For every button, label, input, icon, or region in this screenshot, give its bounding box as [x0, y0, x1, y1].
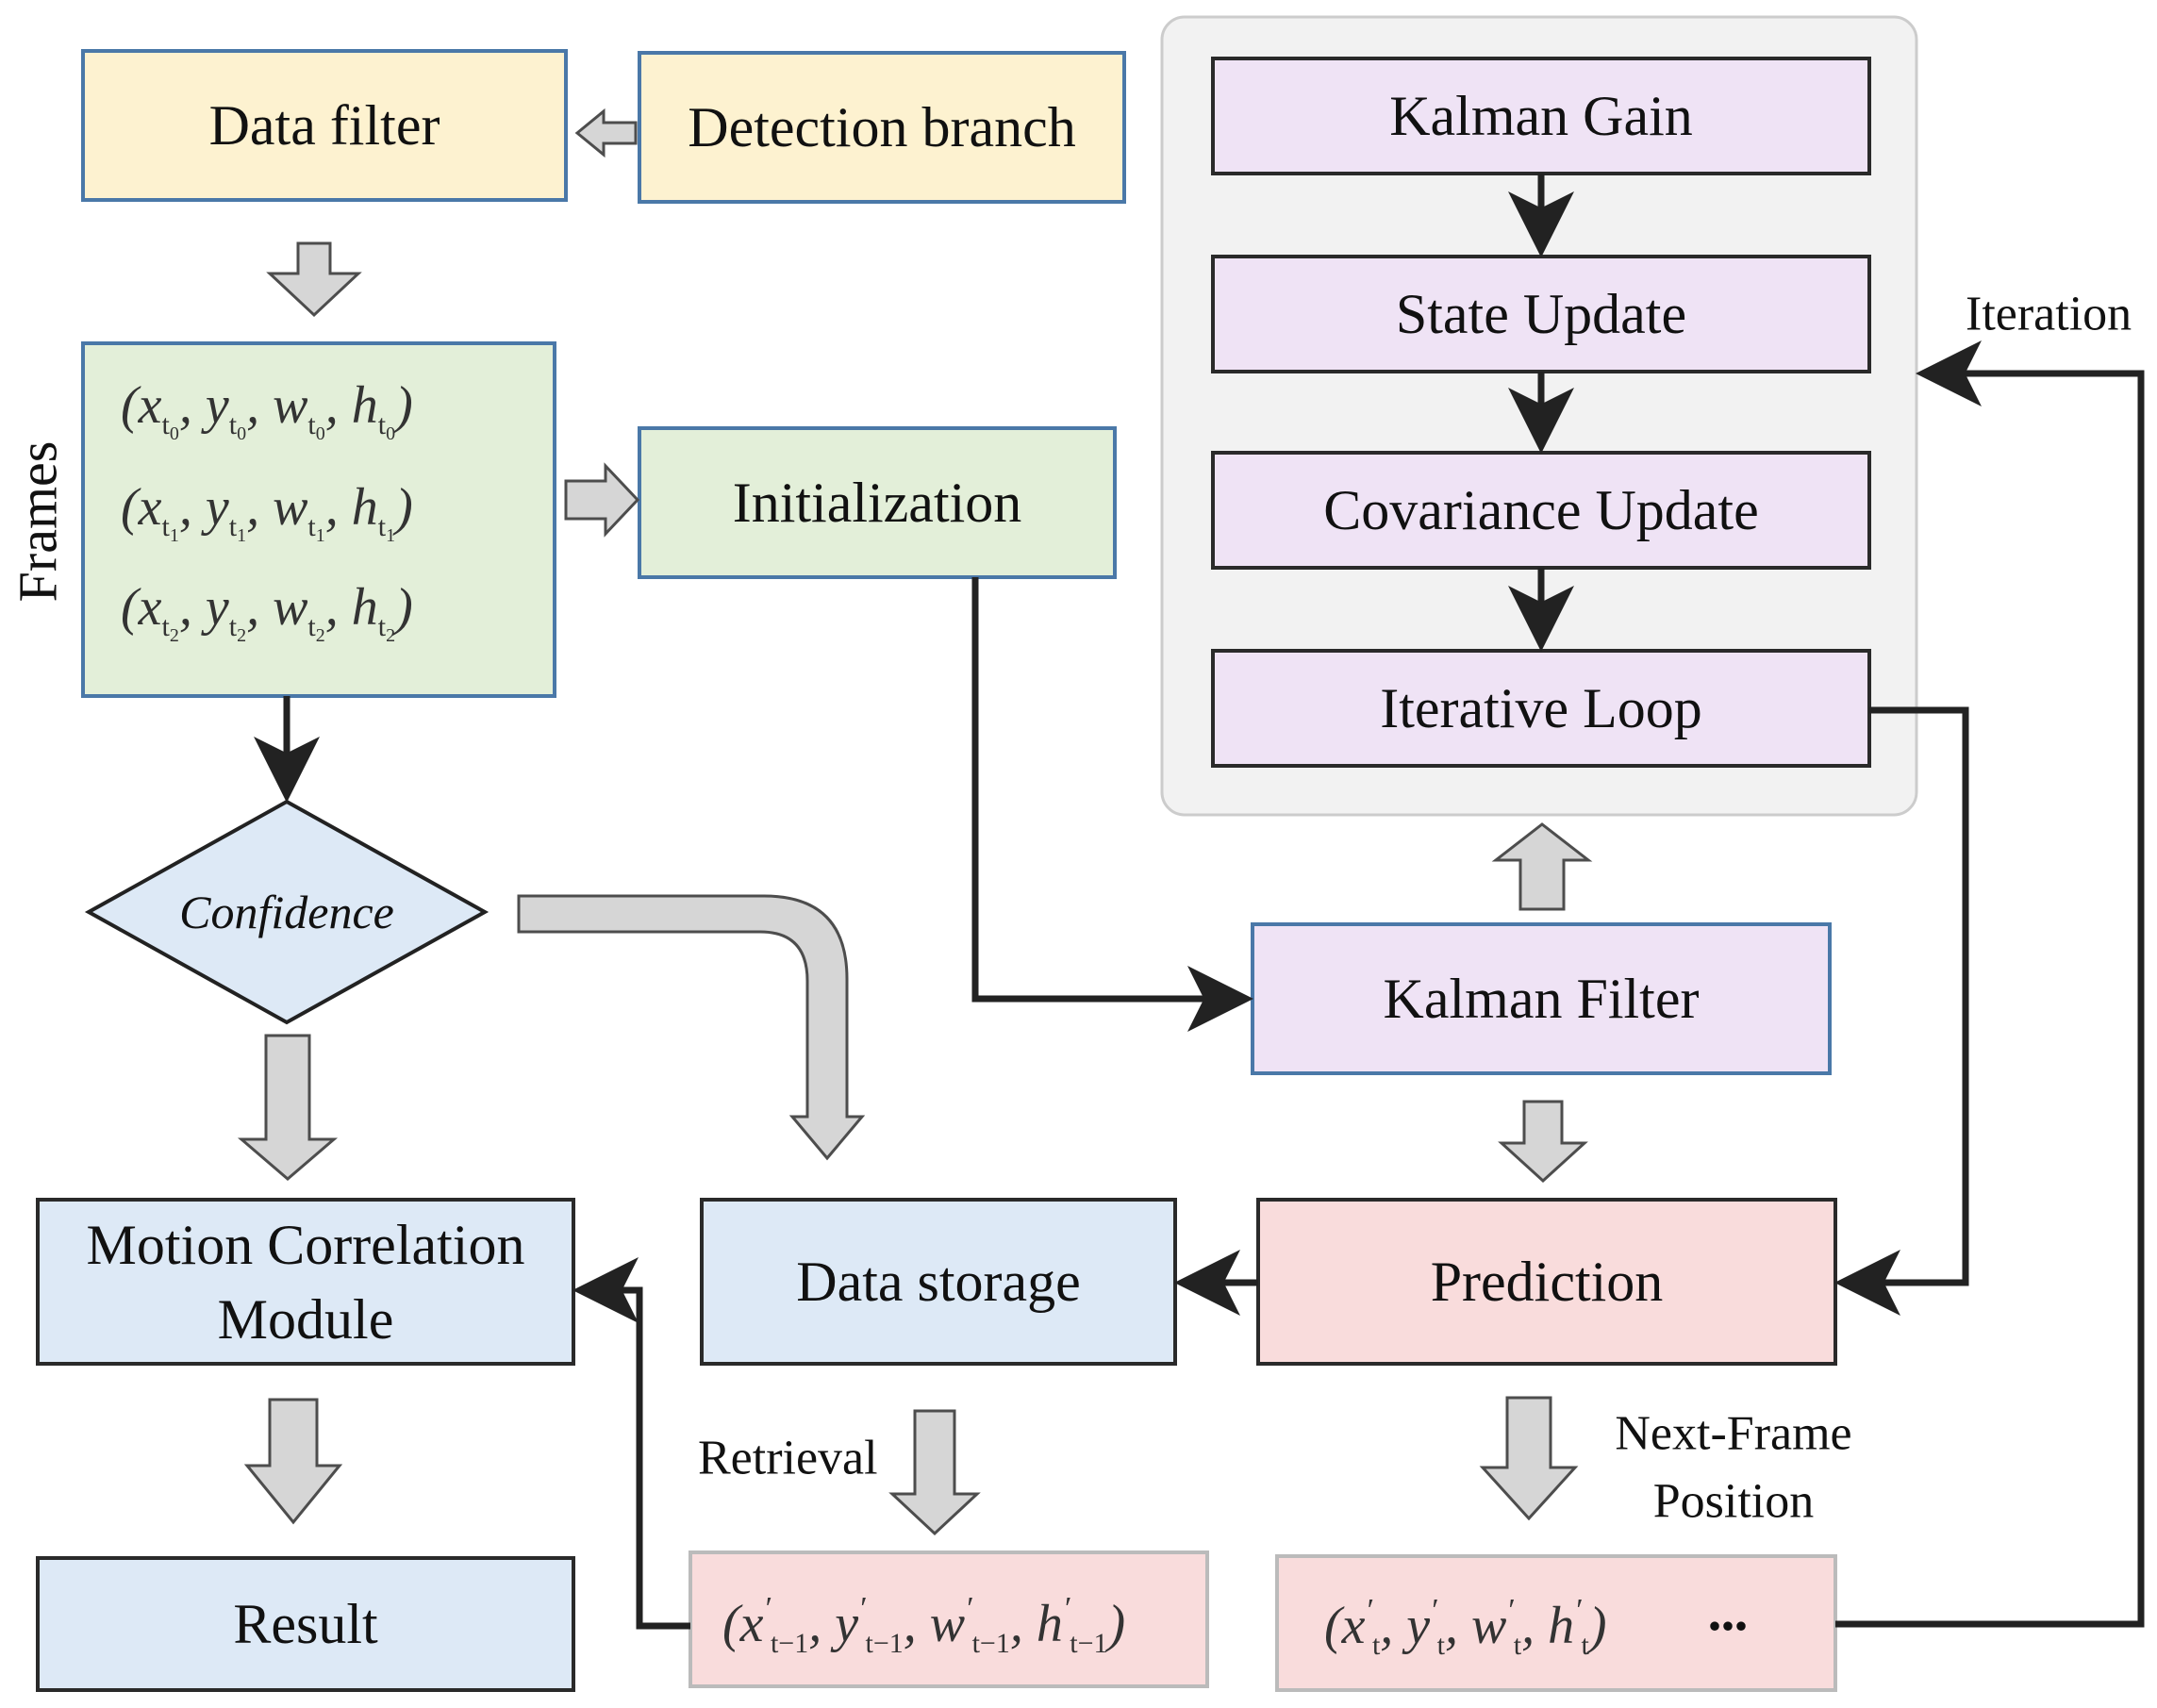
frames-box: (xt0, yt0, wt0, ht0) (xt1, yt1, wt1, ht1…	[81, 341, 556, 698]
motion-correlation-box: Motion Correlation Module	[36, 1198, 575, 1366]
state-update-label: State Update	[1396, 283, 1686, 345]
ellipsis: •••	[1708, 1605, 1748, 1648]
confidence-diamond: Confidence	[84, 799, 489, 1025]
arrow-filter-to-panel	[1491, 822, 1593, 911]
arrow-storage-retrieval	[888, 1409, 981, 1536]
state-update-box: State Update	[1211, 255, 1871, 373]
arrow-prediction-next-frame	[1479, 1396, 1579, 1521]
covariance-update-box: Covariance Update	[1211, 451, 1871, 570]
prediction-label: Prediction	[1431, 1251, 1664, 1313]
data-storage-box: Data storage	[700, 1198, 1177, 1366]
next-frame-label-line2: Position	[1653, 1475, 1815, 1529]
confidence-label: Confidence	[179, 886, 394, 938]
initialization-label: Initialization	[733, 472, 1022, 534]
frames-label: Frames	[8, 441, 69, 603]
kalman-filter-label: Kalman Filter	[1384, 968, 1700, 1030]
arrow-confidence-to-motion	[237, 1034, 339, 1181]
iterative-loop-box: Iterative Loop	[1211, 649, 1871, 768]
connector-init-to-kalman	[971, 577, 1253, 1032]
iteration-label: Iteration	[1966, 288, 2132, 341]
next-frame-label-line1: Next-Frame	[1615, 1407, 1851, 1461]
result-label: Result	[233, 1593, 378, 1655]
initialization-box: Initialization	[638, 426, 1117, 579]
arrow-filter-to-frames	[266, 241, 362, 318]
kalman-filter-box: Kalman Filter	[1251, 922, 1832, 1075]
kalman-gain-box: Kalman Gain	[1211, 57, 1871, 175]
data-filter-box: Data filter	[81, 49, 568, 202]
next-state-formula: (x′t, y′t, w′t, h′t)	[1324, 1593, 1607, 1661]
data-storage-label: Data storage	[796, 1251, 1081, 1313]
arrow-detection-to-filter	[574, 108, 638, 158]
motion-correlation-label-line1: Motion Correlation	[87, 1214, 525, 1276]
motion-correlation-label-line2: Module	[218, 1288, 394, 1351]
arrow-frames-to-init	[564, 462, 640, 538]
covariance-update-label: Covariance Update	[1323, 479, 1758, 541]
connector-loop-to-prediction	[1834, 706, 1969, 1316]
next-state-box: (x′t, y′t, w′t, h′t) •••	[1275, 1554, 1837, 1692]
retrieval-label: Retrieval	[698, 1432, 878, 1485]
result-box: Result	[36, 1556, 575, 1692]
detection-branch-label: Detection branch	[688, 96, 1075, 158]
kalman-gain-label: Kalman Gain	[1389, 85, 1693, 147]
connector-iteration-feedback	[1835, 340, 2145, 1628]
arrow-filter-to-prediction	[1498, 1100, 1588, 1184]
detection-branch-box: Detection branch	[638, 51, 1126, 204]
arrow-confidence-to-storage	[517, 894, 866, 1161]
arrow-motion-to-result	[243, 1398, 343, 1525]
iterative-loop-label: Iterative Loop	[1380, 677, 1702, 739]
data-filter-label: Data filter	[209, 94, 440, 157]
connector-previous-to-motion	[572, 1257, 690, 1630]
prediction-box: Prediction	[1256, 1198, 1837, 1366]
previous-state-box: (x′t−1, y′t−1, w′t−1, h′t−1)	[689, 1550, 1209, 1688]
